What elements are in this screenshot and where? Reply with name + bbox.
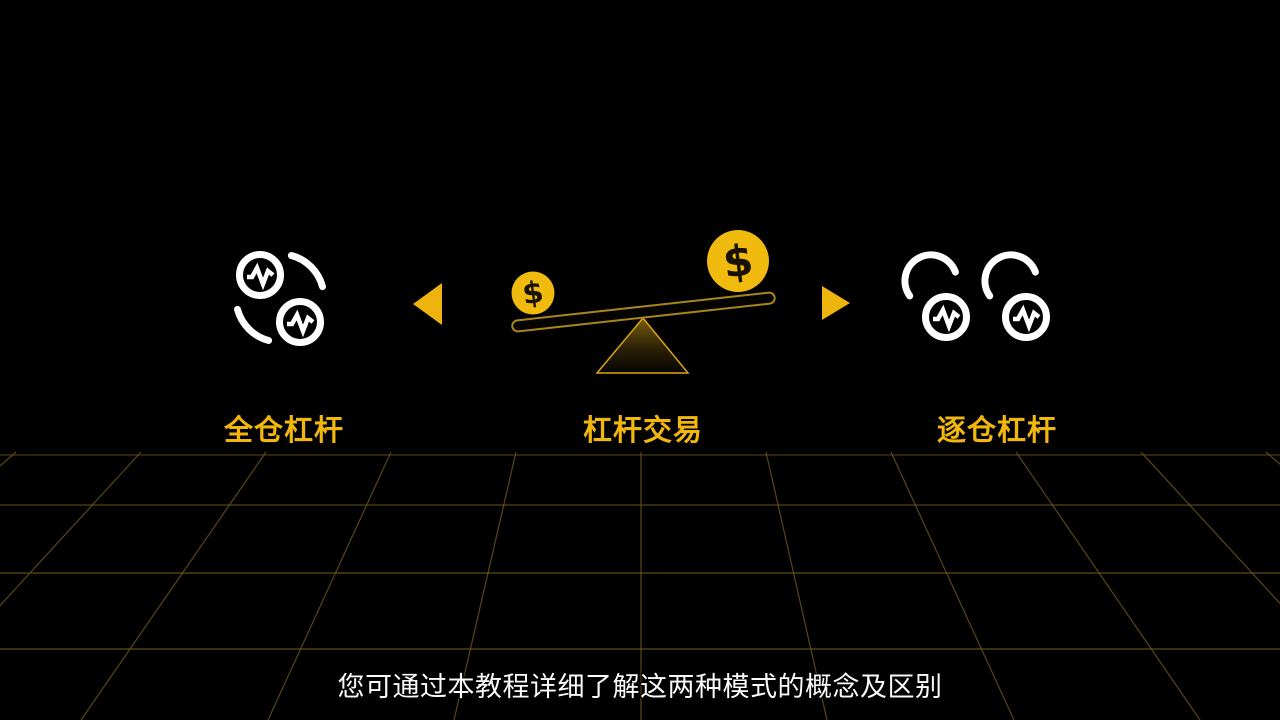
seesaw-balance-icon: $ $ <box>511 230 776 374</box>
coin-unit <box>901 251 970 341</box>
cross-margin-label: 全仓杠杆 <box>223 413 345 447</box>
left-arrow-icon <box>413 283 442 325</box>
coin-circle <box>236 251 284 299</box>
pulse-line <box>287 309 315 338</box>
subtitle-caption: 您可通过本教程详细了解这两种模式的概念及区别 <box>337 672 943 703</box>
seesaw-plank <box>511 291 776 333</box>
rotate-arc <box>981 251 1039 300</box>
large-dollar-coin: $ <box>707 230 769 292</box>
margin-trading-label: 杠杆交易 <box>582 413 704 447</box>
coin-circle <box>276 298 324 346</box>
paired-coins-icon <box>901 251 1050 341</box>
dollar-sign: $ <box>720 235 756 288</box>
exchange-coins-icon <box>234 251 326 346</box>
coin-circle <box>922 293 970 341</box>
small-dollar-coin: $ <box>511 271 555 315</box>
rotate-arc <box>287 252 326 291</box>
rotate-arc <box>234 305 273 344</box>
isolated-margin-label: 逐仓杠杆 <box>936 413 1058 447</box>
coin-unit <box>981 251 1050 341</box>
dollar-sign: $ <box>520 275 546 313</box>
right-arrow-icon <box>822 286 850 320</box>
rotate-arc <box>901 251 959 300</box>
pulse-line <box>247 262 275 291</box>
pulse-line <box>1013 304 1041 333</box>
fulcrum-triangle <box>595 316 690 374</box>
pulse-line <box>933 304 961 333</box>
coin-circle <box>1002 293 1050 341</box>
